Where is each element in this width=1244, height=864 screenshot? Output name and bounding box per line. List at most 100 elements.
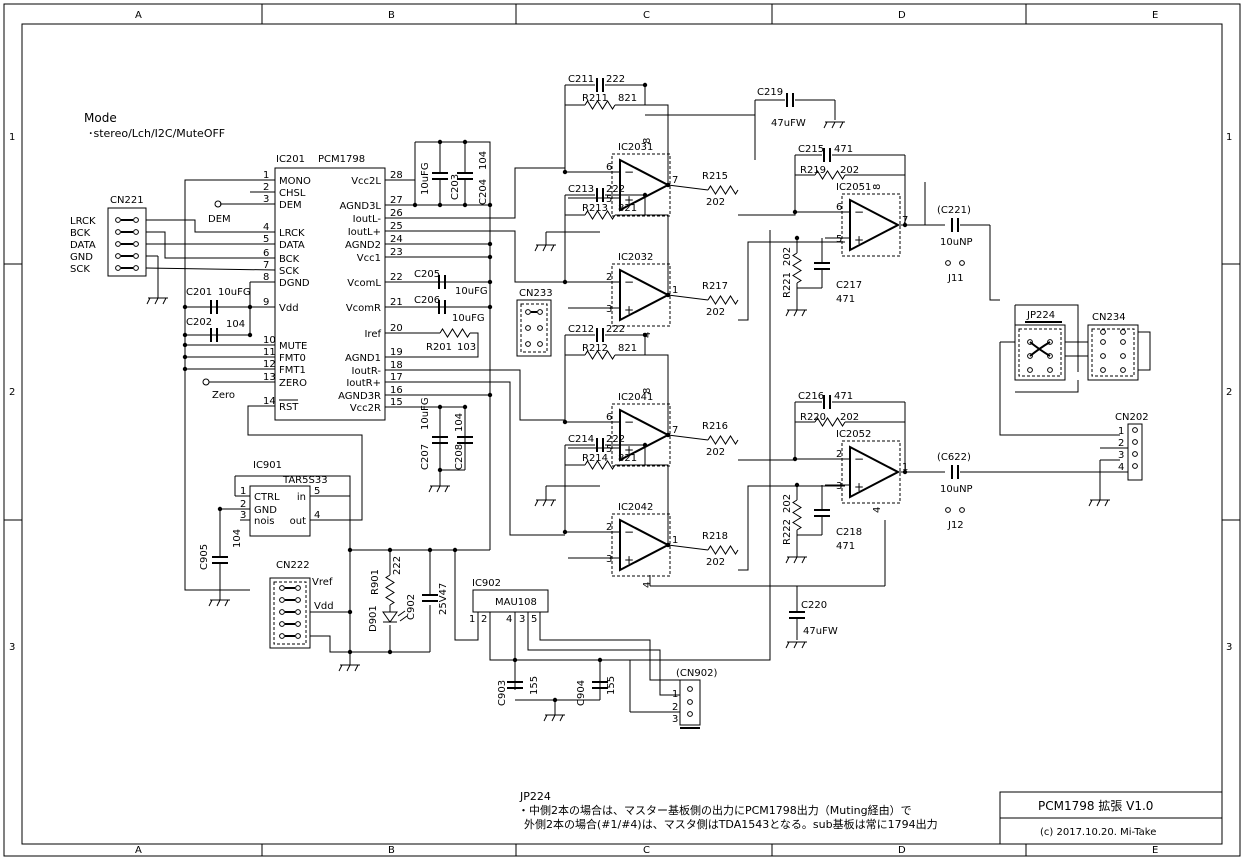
c220-value: 47uFW	[803, 626, 838, 637]
pcm1798-pin-name: Vdd	[279, 303, 299, 314]
stage2-pin-number: 4	[872, 507, 883, 513]
pcm1798-pin-number: 26	[390, 208, 403, 219]
stage1-opamp-triangle	[619, 408, 671, 462]
stage1-pin-number: 4	[642, 332, 653, 338]
pin	[1027, 353, 1033, 359]
junction-dot	[487, 241, 493, 247]
note-line1: ・中側2本の場合は、マスター基板側の出力にPCM1798出力（Muting経由）…	[518, 803, 912, 817]
junction-dot	[665, 542, 671, 548]
col-label: E	[1152, 845, 1158, 856]
stage1-feedback-resistor	[584, 460, 616, 470]
pin	[959, 507, 965, 513]
opamp-polarity: −	[624, 525, 634, 539]
col-label: A	[135, 10, 142, 21]
pcm1798-pin-number: 6	[263, 248, 269, 259]
c202-value: 104	[226, 319, 245, 330]
cn202-pin-number: 3	[1118, 450, 1124, 461]
ground-symbol	[338, 664, 360, 672]
pcm1798-pin-number: 10	[263, 335, 276, 346]
stage1-output-resistor	[707, 435, 739, 445]
stage2-res-value: 202	[840, 165, 859, 176]
pcm1798-pin-name: LRCK	[279, 228, 305, 239]
opamp-polarity: +	[624, 303, 634, 317]
stage2-jumper-ref: J11	[947, 273, 964, 284]
stage2-ground-res-ref: R222	[782, 519, 793, 545]
pcm1798-pin-number: 2	[263, 182, 269, 193]
junction-dot	[562, 279, 568, 285]
stage1-out-res-ref: R216	[702, 421, 728, 432]
junction-dot	[462, 139, 468, 145]
junction-dot	[462, 202, 468, 208]
c202-plates	[210, 328, 218, 342]
pin	[133, 241, 139, 247]
stage2-ground-cap-ref: C217	[836, 280, 862, 291]
ic901-body	[249, 485, 311, 537]
junction-dot	[182, 332, 188, 338]
junction-dot	[597, 657, 603, 663]
pcm1798-pin-name: IoutR+	[346, 378, 381, 389]
pcm1798-pin-number: 27	[390, 195, 403, 206]
pin	[1120, 339, 1126, 345]
pin	[279, 597, 285, 603]
pcm1798-pin-name: DATA	[279, 240, 305, 251]
col-label: B	[388, 10, 395, 21]
junction-dot	[562, 529, 568, 535]
stage1-pin-number: 2	[606, 272, 612, 283]
pcm1798-pin-number: 17	[390, 372, 403, 383]
stage1-res-ref: R212	[582, 343, 608, 354]
c203-ref: C203	[450, 174, 461, 200]
pin	[1027, 367, 1033, 373]
c205-plates	[438, 275, 446, 289]
pcm1798-pin-number: 25	[390, 221, 403, 232]
c219-ref: C219	[757, 87, 783, 98]
pin	[687, 711, 693, 717]
stage1-pin-number: 1	[672, 535, 678, 546]
pin	[115, 229, 121, 235]
junction-dot	[437, 404, 443, 410]
col-label: A	[135, 845, 142, 856]
pcm1798-pin-name: MONO	[279, 176, 311, 187]
ic901-pin-name: nois	[254, 516, 274, 527]
pcm1798-pin-name: VcomR	[346, 303, 381, 314]
cn222-ref: CN222	[276, 560, 310, 571]
ground-symbol	[785, 641, 807, 649]
stage2-opamp-triangle	[849, 198, 901, 252]
stage2-opamp-triangle	[849, 445, 901, 499]
c905-value: 104	[232, 529, 243, 548]
junction-dot	[665, 432, 671, 438]
junction-dot	[437, 139, 443, 145]
c219-plates	[786, 93, 794, 107]
opamp-polarity: +	[624, 443, 634, 457]
stage1-pin-number: 2	[606, 522, 612, 533]
junction-dot	[642, 442, 648, 448]
pcm1798-ref: IC201	[276, 154, 305, 165]
stage2-feedback-cap	[823, 148, 831, 162]
pin	[1132, 463, 1138, 469]
c202-ref: C202	[186, 317, 212, 328]
pin	[295, 585, 301, 591]
junction-dot	[665, 182, 671, 188]
stage1-cap-value: 222	[606, 434, 625, 445]
ground-symbol	[1088, 499, 1110, 507]
pcm1798-pin-number: 20	[390, 323, 403, 334]
ic902-pin-number: 2	[481, 614, 487, 625]
stage2-cap-ref: C215	[798, 144, 824, 155]
c902-value: 25V47	[438, 583, 449, 615]
stage1-cap-value: 222	[606, 324, 625, 335]
opamp-polarity: −	[854, 205, 864, 219]
c208-ref: C208	[454, 444, 465, 470]
cn202-body	[1127, 423, 1143, 481]
junction-dot	[182, 304, 188, 310]
stage2-ground-resistor	[792, 252, 802, 284]
cn221-signal-label: DATA	[70, 240, 96, 251]
cn902-pin-number: 3	[672, 714, 678, 725]
cn902-pin-number: 1	[672, 689, 678, 700]
stage1-out-res-value: 202	[706, 197, 725, 208]
stage1-opamp-triangle	[619, 268, 671, 322]
c220-ref: C220	[801, 600, 827, 611]
opamp-polarity: +	[854, 233, 864, 247]
stage2-feedback-cap	[823, 395, 831, 409]
stage2-res-ref: R219	[800, 165, 826, 176]
c205-ref: C205	[414, 269, 440, 280]
